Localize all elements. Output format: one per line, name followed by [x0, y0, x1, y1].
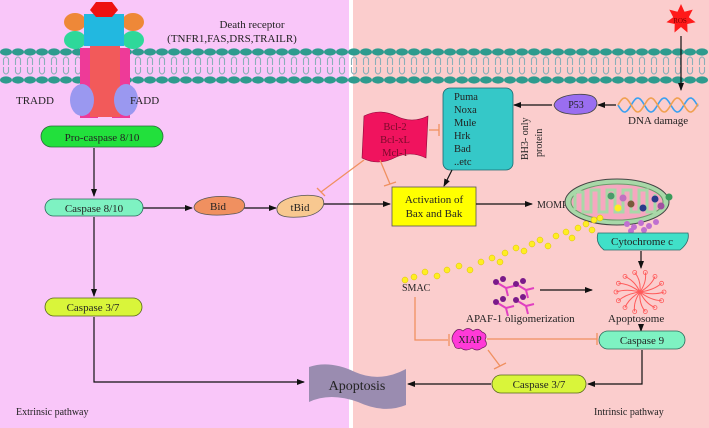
svg-text:Caspase 3/7: Caspase 3/7	[67, 302, 120, 314]
pro-caspase-8-10-node: Pro-caspase 8/10	[40, 125, 164, 148]
svg-text:Mcl-1: Mcl-1	[382, 148, 408, 159]
svg-text:P53: P53	[568, 100, 584, 111]
caspase-3-7-intrinsic-node: Caspase 3/7	[491, 374, 587, 394]
bh3-item: Mule	[454, 118, 477, 129]
svg-text:XIAP: XIAP	[458, 335, 482, 346]
apoptosome-label: Apoptosome	[608, 313, 664, 325]
extrinsic-pathway-label: Extrinsic pathway	[16, 407, 88, 418]
caspase-8-10-node: Caspase 8/10	[44, 198, 144, 217]
bh3-label-line2: protein	[534, 129, 545, 157]
death-receptor-icon	[64, 2, 144, 118]
mitochondrion-icon	[564, 178, 673, 226]
svg-text:Apoptosis: Apoptosis	[329, 379, 386, 394]
caspase-9-node: Caspase 9	[598, 330, 686, 350]
bh3-item: ..etc	[454, 157, 472, 168]
tbid-node: tBid	[276, 194, 325, 218]
apaf-1-label: APAF-1 oligomerization	[466, 313, 575, 325]
bid-node: Bid	[193, 196, 246, 216]
bh3-label-line1: BH3- only	[520, 118, 531, 161]
intrinsic-pathway-label: Intrinsic pathway	[594, 407, 664, 418]
svg-text:Bid: Bid	[210, 201, 226, 213]
svg-text:Bcl-2: Bcl-2	[383, 122, 406, 133]
fadd-label: FADD	[130, 95, 159, 107]
svg-text:Pro-caspase 8/10: Pro-caspase 8/10	[65, 132, 140, 144]
svg-text:Caspase 3/7: Caspase 3/7	[513, 379, 566, 391]
svg-text:Caspase 9: Caspase 9	[620, 335, 665, 347]
apoptosis-outcome-node: Apoptosis	[309, 364, 406, 409]
svg-text:Bax and Bak: Bax and Bak	[406, 208, 463, 220]
receptor-subtitle: (TNFR1,FAS,DRS,TRAILR)	[167, 33, 297, 45]
svg-text:Cytochrome c: Cytochrome c	[611, 236, 673, 248]
cytochrome-c-node: Cytochrome c	[596, 232, 689, 251]
bh3-item: Puma	[454, 92, 478, 103]
dna-damage-label: DNA damage	[628, 115, 688, 127]
apoptosome-icon	[613, 270, 667, 314]
dna-helix-icon	[617, 97, 699, 113]
xiap-node: XIAP	[451, 328, 487, 351]
smac-release-icon	[401, 214, 604, 284]
receptor-title: Death receptor	[219, 19, 284, 31]
caspase-3-7-extrinsic-node: Caspase 3/7	[44, 297, 143, 317]
p53-node: P53	[553, 93, 598, 115]
tradd-label: TRADD	[16, 95, 54, 107]
svg-text:ROS: ROS	[673, 17, 687, 25]
bh3-item: Hrk	[454, 131, 471, 142]
svg-text:Bcl-xL: Bcl-xL	[380, 135, 410, 146]
bax-bak-activation-box: Activation of Bax and Bak	[391, 186, 477, 227]
bh3-only-proteins-box: Puma Noxa Mule Hrk Bad ..etc	[442, 87, 514, 171]
anti-apoptotic-bcl2-node: Bcl-2 Bcl-xL Mcl-1	[361, 111, 429, 163]
ros-icon: ROS	[666, 4, 696, 33]
apaf-1-icon	[493, 276, 535, 317]
cytochrome-c-release-icon	[624, 219, 659, 234]
panel-divider	[349, 0, 353, 428]
bh3-item: Noxa	[454, 105, 477, 116]
momp-label: MOMP	[537, 200, 568, 211]
svg-text:Caspase 8/10: Caspase 8/10	[65, 203, 124, 215]
svg-text:Activation of: Activation of	[405, 194, 464, 206]
bh3-item: Bad	[454, 144, 472, 155]
svg-text:tBid: tBid	[291, 202, 310, 214]
cell-membrane	[0, 48, 708, 84]
smac-label: SMAC	[402, 283, 431, 294]
